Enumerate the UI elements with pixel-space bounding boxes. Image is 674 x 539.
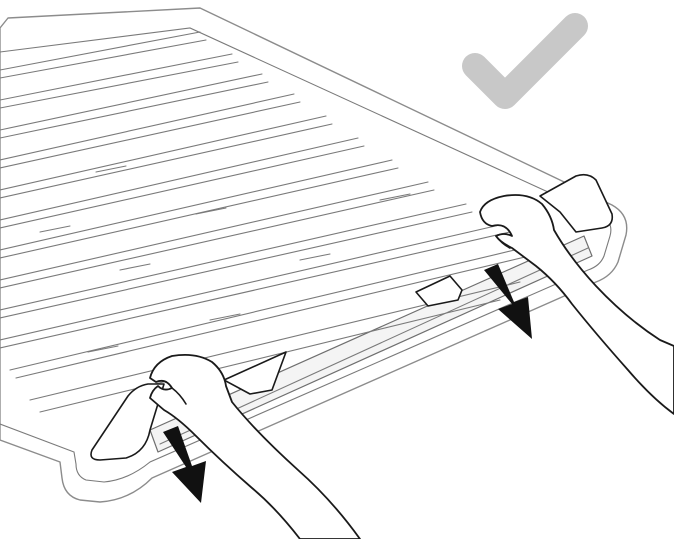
center-clip (223, 275, 463, 395)
arrow-down-icon (163, 426, 206, 503)
right-hand (479, 194, 674, 415)
check-mark-icon (462, 13, 588, 109)
left-hand (149, 353, 361, 539)
right-tray-handle (539, 173, 614, 233)
left-tray-handle (90, 383, 165, 461)
arrow-down-icon (484, 264, 532, 339)
